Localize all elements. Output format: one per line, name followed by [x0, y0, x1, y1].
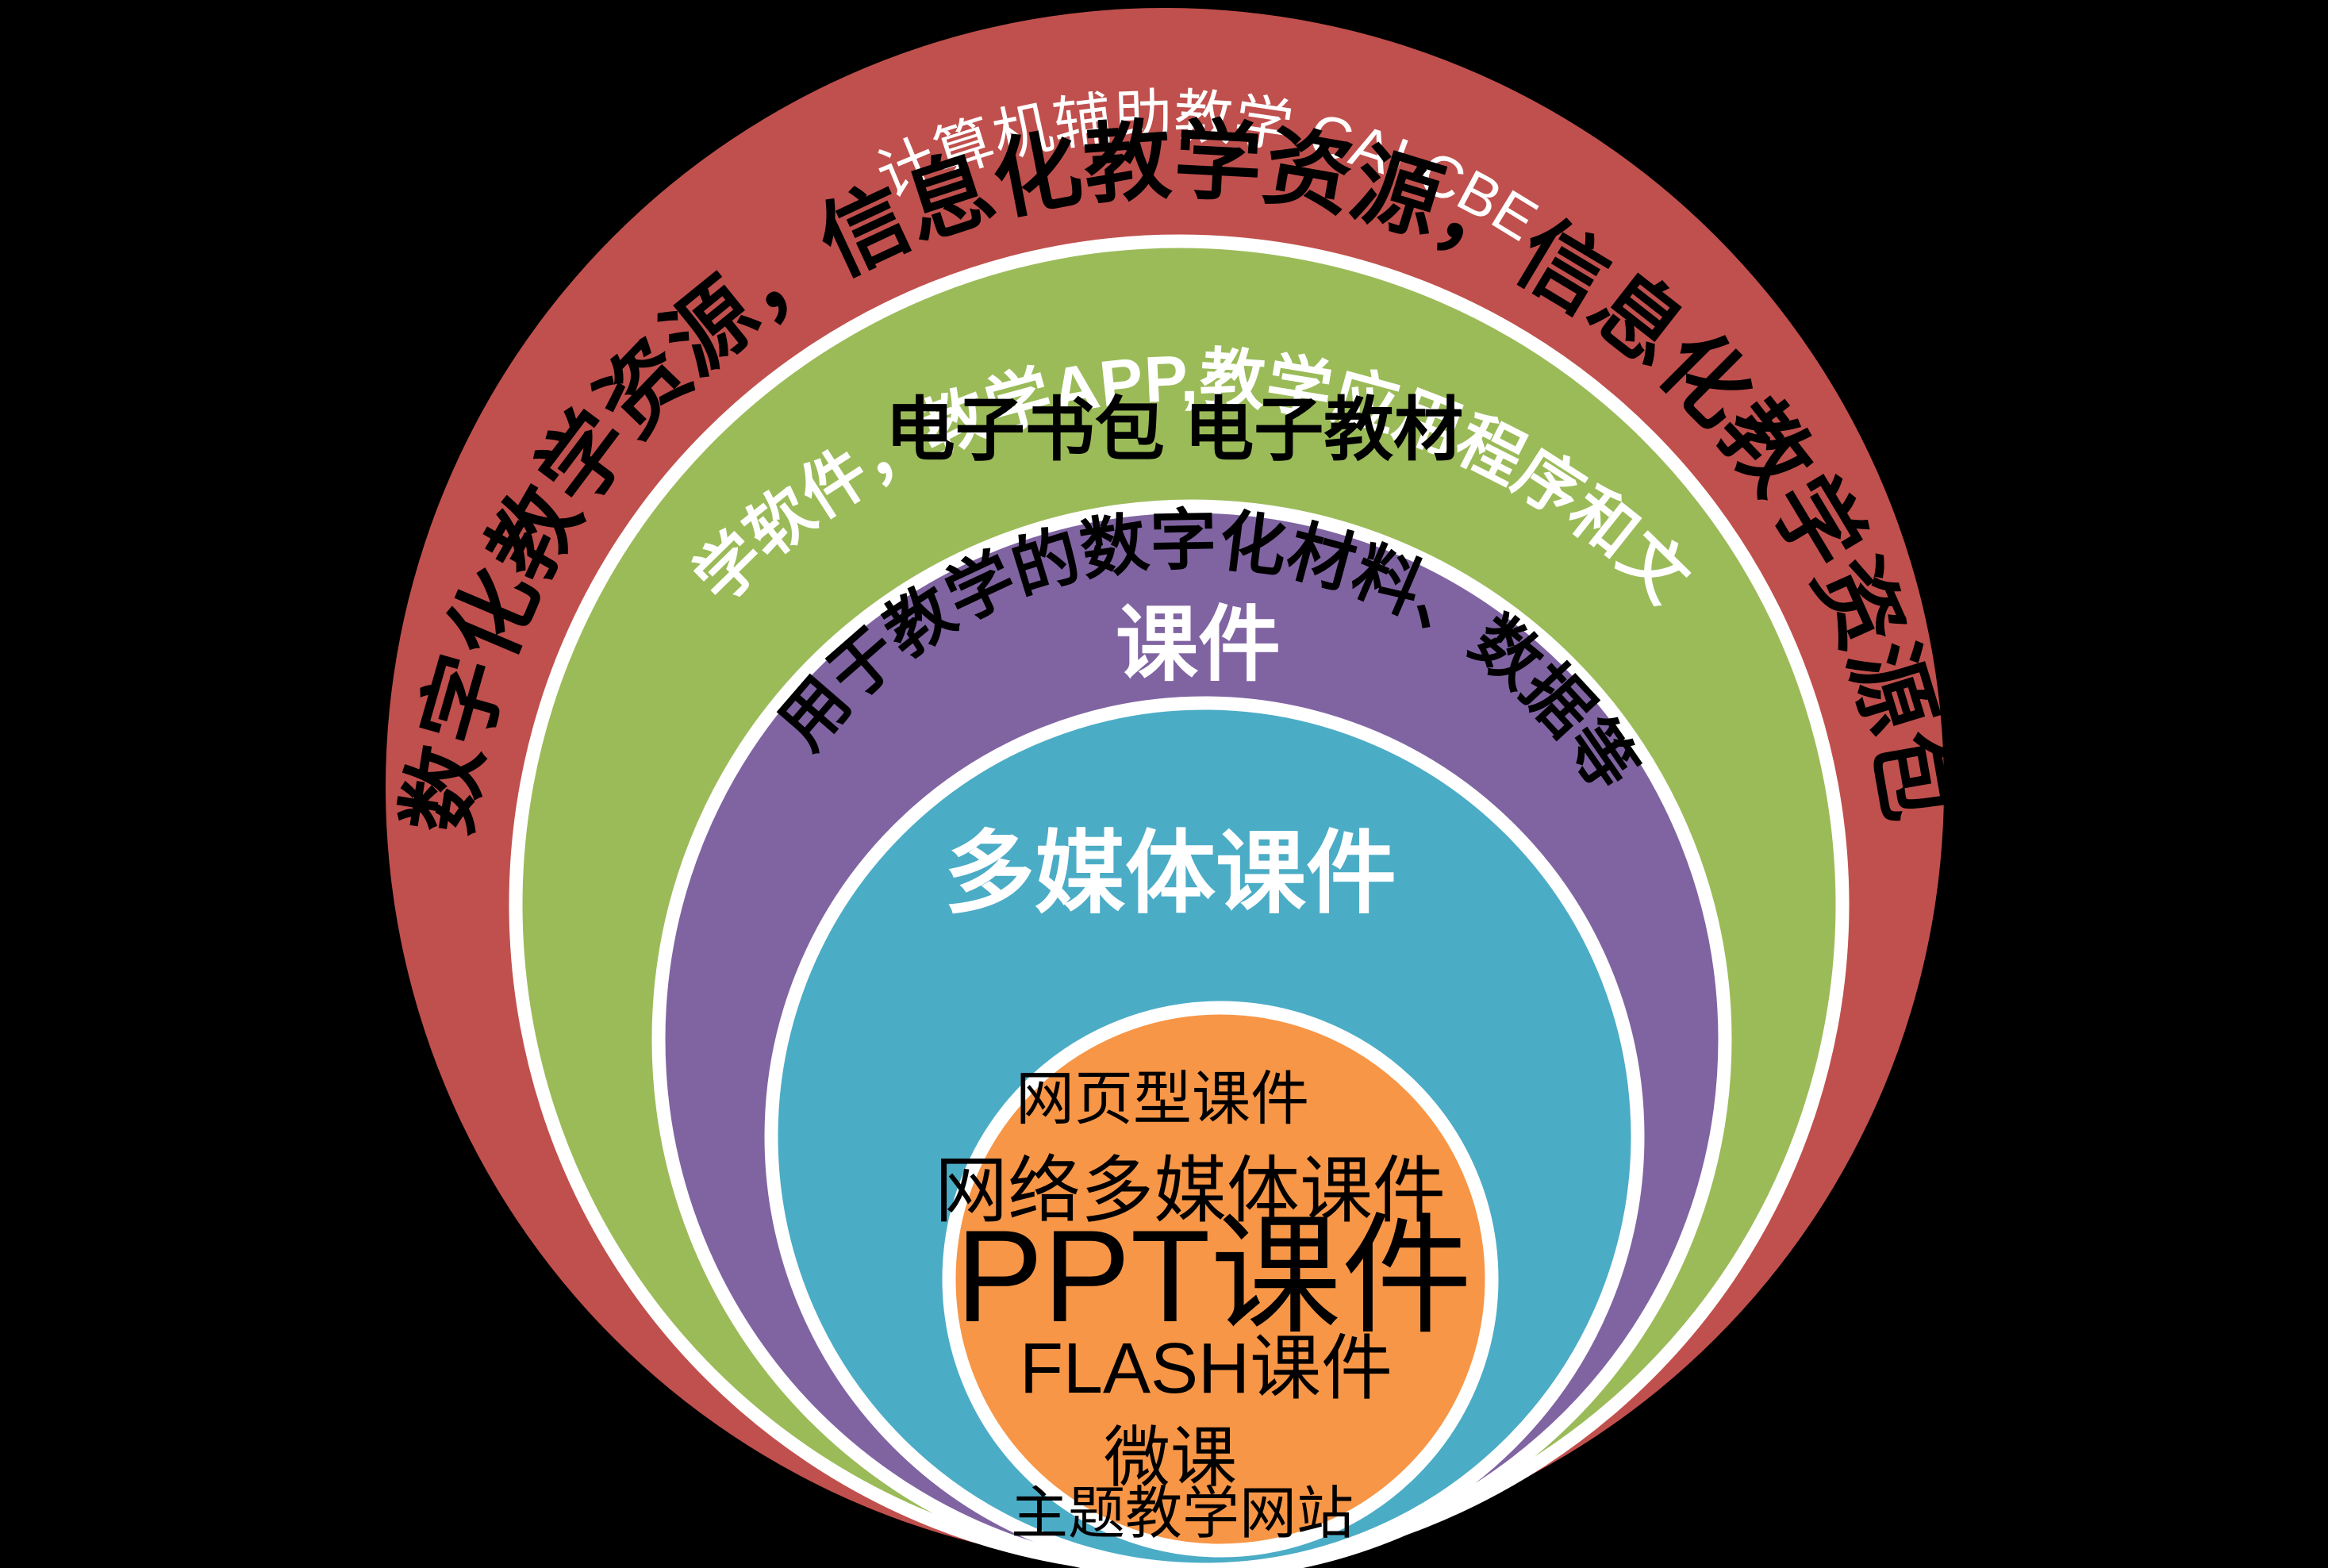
green-ring-inner-label: 电子书包 电子教材	[885, 390, 1463, 469]
orange-circle-courseware	[942, 1001, 1499, 1558]
orange-item-webpage-courseware: 网页型课件	[1016, 1066, 1309, 1132]
orange-item-micro-lesson: 微课	[1104, 1420, 1237, 1495]
purple-ring-inner-label: 课件	[1116, 599, 1281, 691]
orange-item-flash-courseware: FLASH课件	[1020, 1329, 1393, 1409]
blue-circle-label: 多媒体课件	[944, 824, 1396, 924]
orange-item-theme-teaching-website: 主题教学网站	[1011, 1482, 1354, 1546]
orange-item-network-multimedia-courseware: 网络多媒体课件	[935, 1151, 1446, 1232]
orange-item-ppt-courseware: PPT课件	[956, 1203, 1473, 1349]
